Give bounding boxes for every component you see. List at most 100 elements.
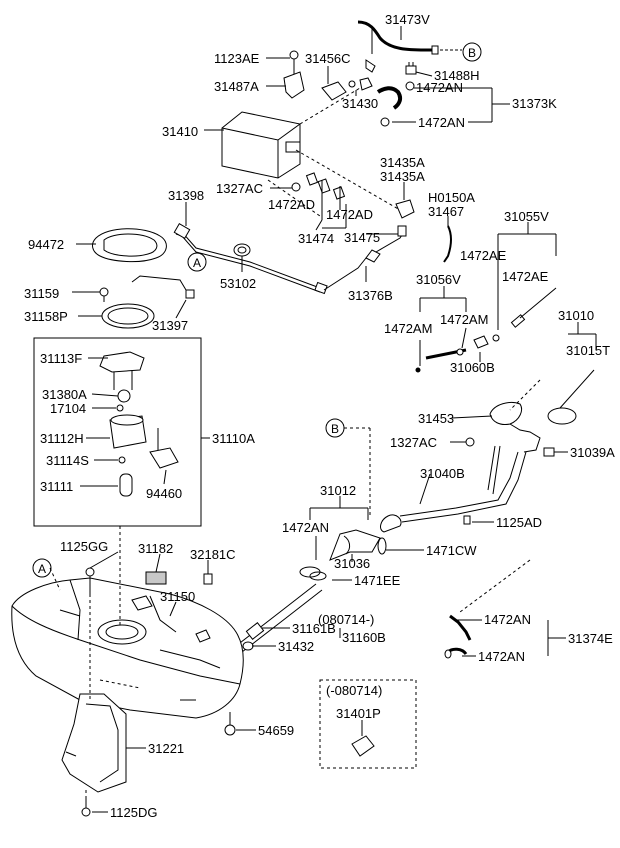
- label-1472ae-b: 1472AE: [502, 269, 549, 284]
- nut-54659-part: [224, 712, 236, 736]
- label-31410: 31410: [162, 124, 198, 139]
- label-31467: 31467: [428, 204, 464, 219]
- filler-tube-part: [235, 583, 323, 653]
- label-080714-minus: (-080714): [326, 683, 382, 698]
- label-h0150a: H0150A: [428, 190, 475, 205]
- label-1472ad-b: 1472AD: [326, 207, 373, 222]
- canister-part: [221, 111, 301, 192]
- leader-dashes-b: [344, 427, 371, 518]
- grommet-part: [233, 243, 251, 257]
- label-1471ee: 1471EE: [354, 573, 401, 588]
- gasket-part: [92, 228, 167, 263]
- label-31161b: 31161B: [292, 621, 336, 636]
- label-31182: 31182: [138, 541, 173, 556]
- label-31113f: 31113F: [40, 351, 82, 366]
- wiring-part: [99, 275, 195, 302]
- label-31435a-a: 31435A: [380, 155, 425, 170]
- label-31401p: 31401P: [336, 706, 381, 721]
- label-31475: 31475: [344, 230, 380, 245]
- label-1472an-c: 1472AN: [282, 520, 329, 535]
- label-31430: 31430: [342, 96, 378, 111]
- label-080714-plus: (080714-): [318, 612, 374, 627]
- label-31160b: 31160B: [342, 630, 386, 645]
- hose-31373k-part: [376, 81, 415, 127]
- label-31456c: 31456C: [305, 51, 351, 66]
- vent-hose-part: [415, 314, 541, 411]
- label-31150: 31150: [160, 589, 195, 604]
- callout-a-tank-letter: A: [38, 562, 46, 576]
- filler-door-part: [465, 401, 541, 453]
- filler-hose-part: [299, 529, 387, 581]
- label-17104: 17104: [50, 401, 86, 416]
- filler-pipe-part: [380, 445, 555, 533]
- vapor-hose-part: [357, 20, 462, 73]
- fuel-tank-part: [11, 577, 244, 719]
- callout-a-tank: [32, 558, 52, 578]
- bolt-1125gg-part: [85, 567, 95, 594]
- label-31060b: 31060B: [450, 360, 495, 375]
- label-1472an-d: 1472AN: [484, 612, 531, 627]
- purge-valve-part: [321, 77, 373, 101]
- label-1472an-a: 1472AN: [416, 80, 463, 95]
- pump-module-box: [33, 337, 210, 527]
- label-1472an-b: 1472AN: [418, 115, 465, 130]
- label-31114s: 31114S: [46, 453, 89, 468]
- label-1327ac-b: 1327AC: [390, 435, 437, 450]
- label-31221: 31221: [148, 741, 184, 756]
- clip-part: [405, 62, 417, 75]
- label-31012: 31012: [320, 483, 356, 498]
- hose-31374e-part: [444, 559, 531, 659]
- label-31380a: 31380A: [42, 387, 87, 402]
- label-54659: 54659: [258, 723, 294, 738]
- label-32181c: 32181C: [190, 547, 236, 562]
- label-31056v: 31056V: [416, 272, 461, 287]
- label-1471cw: 1471CW: [426, 543, 477, 558]
- pressure-sensor-part: [395, 186, 415, 219]
- label-31473v: 31473V: [385, 12, 430, 27]
- callout-a-left: [187, 252, 207, 272]
- callout-b-top: [462, 42, 482, 62]
- label-31487a: 31487A: [214, 79, 259, 94]
- bracket-part: [283, 71, 305, 99]
- small-hose-part: [305, 172, 346, 200]
- label-31376b: 31376B: [348, 288, 393, 303]
- leader-dashes-canister: [267, 87, 401, 217]
- label-31488h: 31488H: [434, 68, 480, 83]
- label-31432: 31432: [278, 639, 314, 654]
- label-94460: 94460: [146, 486, 182, 501]
- label-1125gg: 1125GG: [60, 539, 108, 554]
- leader-lines: [72, 26, 597, 813]
- heat-shield-part: [61, 693, 127, 793]
- label-31055v: 31055V: [504, 209, 549, 224]
- label-31453: 31453: [418, 411, 454, 426]
- label-31036: 31036: [334, 556, 370, 571]
- variant-box: [319, 679, 417, 769]
- label-31159: 31159: [24, 286, 59, 301]
- protector-part: [145, 571, 167, 585]
- label-31040b: 31040B: [420, 466, 465, 481]
- label-1125dg: 1125DG: [110, 805, 157, 820]
- callout-b-top-letter: B: [468, 46, 476, 60]
- label-1123ae: 1123AE: [214, 51, 260, 66]
- fuel-pump-module-part: [99, 351, 179, 497]
- label-1472am-a: 1472AM: [384, 321, 432, 336]
- label-1472ae-a: 1472AE: [460, 248, 507, 263]
- label-31112h: 31112H: [40, 431, 84, 446]
- lock-ring-part: [101, 303, 155, 329]
- label-1327ac-a: 1327AC: [216, 181, 263, 196]
- label-1472an-e: 1472AN: [478, 649, 525, 664]
- fuel-cap-part: [547, 369, 595, 425]
- label-31015t: 31015T: [566, 343, 610, 358]
- label-31111: 31111: [40, 479, 73, 494]
- label-31397: 31397: [152, 318, 188, 333]
- vent-tube-part: [443, 225, 452, 263]
- label-31373k: 31373K: [512, 96, 557, 111]
- label-31374e: 31374E: [568, 631, 613, 646]
- label-31158p: 31158P: [24, 309, 68, 324]
- leader-dashes-tank: [49, 526, 121, 800]
- label-1472ad-a: 1472AD: [268, 197, 315, 212]
- label-1472am-b: 1472AM: [440, 312, 488, 327]
- label-31110a: 31110A: [212, 431, 255, 446]
- label-31474: 31474: [298, 231, 334, 246]
